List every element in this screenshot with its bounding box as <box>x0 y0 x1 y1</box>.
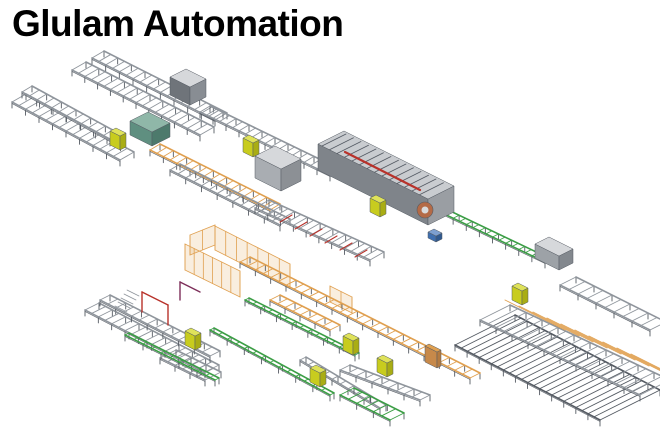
lower-green-belt-3 <box>209 327 335 402</box>
control-cabinet-lower-left <box>184 327 202 351</box>
lower-green-belt-2 <box>244 297 360 362</box>
machine-layer <box>129 68 574 369</box>
control-cabinet-layer <box>109 127 529 388</box>
control-cabinet-left <box>109 127 127 151</box>
glulam-press <box>317 130 455 226</box>
control-cabinet-lower-front <box>309 364 327 388</box>
mid-transfer-frame-conveyor <box>169 163 291 232</box>
belt-conveyor-layer <box>124 208 552 427</box>
safety-fence-layer <box>184 224 353 314</box>
right-planer-housing <box>534 236 574 271</box>
finger-joint-machine-housing <box>254 145 302 192</box>
upper-machine-housing <box>169 68 207 106</box>
lower-left-outfeed-conveyor <box>159 349 222 387</box>
upper-infeed-frame-conveyor <box>71 61 215 142</box>
page-title: Glulam Automation <box>12 3 344 44</box>
control-cabinet-right <box>511 282 529 306</box>
lower-right-frame-conveyor-2 <box>339 364 431 407</box>
lower-orange-transfer-conveyor <box>239 256 481 385</box>
orange-gate <box>424 343 442 369</box>
control-cabinet-upper-mid <box>242 134 260 158</box>
press-body <box>317 130 455 226</box>
safety-fence-front <box>184 243 241 298</box>
planer-machine-housing <box>129 111 171 147</box>
control-cabinet-press <box>369 194 387 218</box>
right-grid-storage <box>454 314 660 427</box>
frame-conveyor-layer <box>11 50 660 427</box>
press-motor-unit <box>427 228 443 243</box>
right-grid-storage-2 <box>479 304 660 402</box>
lower-orange-cross-conveyor <box>269 294 341 337</box>
press-outfeed-belt <box>439 208 552 269</box>
control-cabinet-lower-mid <box>342 332 360 356</box>
control-cabinet-lower-right <box>376 354 394 378</box>
safety-fence-side <box>189 224 216 256</box>
lower-green-belt-1 <box>124 332 220 387</box>
right-outfeed-frame-conveyor <box>559 276 660 337</box>
lower-green-belt-4 <box>339 387 405 427</box>
